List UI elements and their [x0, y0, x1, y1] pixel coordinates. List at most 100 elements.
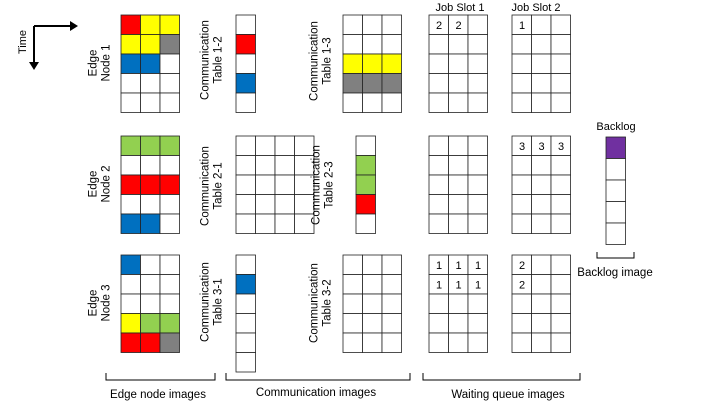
grid-cell — [448, 34, 469, 55]
grid-cell — [140, 213, 161, 234]
grid-cell — [140, 313, 161, 334]
queue-value: 2 — [456, 20, 462, 32]
communication-table-1-title: CommunicationTable 1-2 — [199, 20, 224, 100]
grid-cell — [550, 174, 571, 195]
grid-cell — [255, 155, 276, 176]
communication-table-1-grid — [235, 14, 256, 113]
grid-cell — [511, 53, 532, 74]
grid-cell — [511, 155, 532, 176]
grid-cell — [428, 194, 449, 215]
grid-cell — [467, 53, 488, 74]
communication-table-3-grid — [235, 135, 315, 234]
grid-cell — [448, 293, 469, 314]
grid-cell — [531, 174, 552, 195]
grid-cell — [235, 313, 256, 334]
grid-cell — [467, 213, 488, 234]
grid-cell — [159, 14, 180, 35]
grid-cell — [274, 174, 295, 195]
grid-cell — [428, 155, 449, 176]
grid-cell — [159, 155, 180, 176]
grid-cell — [531, 274, 552, 295]
grid-cell — [342, 332, 363, 353]
backlog-grid — [605, 136, 626, 245]
grid-cell — [531, 194, 552, 215]
grid-cell — [120, 174, 141, 195]
time-arrowhead-down — [29, 62, 39, 70]
grid-cell — [355, 194, 376, 215]
grid-cell — [255, 213, 276, 234]
grid-cell — [342, 92, 363, 113]
grid-cell — [381, 53, 402, 74]
grid-cell — [159, 135, 180, 156]
grid-cell — [120, 293, 141, 314]
communication-table-6-title: CommunicationTable 3-2 — [308, 263, 333, 343]
grid-cell — [362, 73, 383, 94]
grid-cell — [159, 313, 180, 334]
grid-cell — [362, 53, 383, 74]
grid-cell — [140, 73, 161, 94]
backlog-header: Backlog — [596, 121, 635, 133]
grid-cell — [159, 332, 180, 353]
grid-cell — [140, 155, 161, 176]
grid-cell — [531, 332, 552, 353]
grid-cell — [235, 34, 256, 55]
time-arrowhead-right — [70, 21, 78, 31]
edge-node-1-title: EdgeNode 1 — [87, 44, 112, 81]
grid-cell — [428, 73, 449, 94]
time-label: Time — [17, 30, 29, 54]
waiting-queue-row3-slot2: 22 — [511, 254, 571, 353]
grid-cell — [235, 293, 256, 314]
grid-cell — [140, 194, 161, 215]
grid-cell — [120, 274, 141, 295]
grid-cell — [355, 174, 376, 195]
edge-node-images-label: Edge node images — [110, 389, 206, 401]
grid-cell — [531, 313, 552, 334]
grid-cell — [120, 73, 141, 94]
grid-cell — [120, 14, 141, 35]
grid-cell — [140, 174, 161, 195]
grid-cell — [362, 274, 383, 295]
grid-cell — [531, 155, 552, 176]
grid-cell — [140, 332, 161, 353]
communication-images-label: Communication images — [256, 387, 376, 399]
grid-cell — [550, 213, 571, 234]
grid-cell — [448, 313, 469, 334]
time-axis: Time — [17, 21, 78, 70]
edge-node-3-title: EdgeNode 3 — [87, 284, 112, 321]
grid-cell — [159, 34, 180, 55]
grid-cell — [448, 155, 469, 176]
edge-node-2-grid — [120, 135, 180, 234]
grid-cell — [140, 254, 161, 275]
queue-value: 3 — [539, 141, 545, 153]
grid-cell — [550, 34, 571, 55]
grid-cell — [120, 254, 141, 275]
grid-cell — [467, 14, 488, 35]
grid-cell — [274, 135, 295, 156]
grid-cell — [140, 14, 161, 35]
grid-cell — [255, 194, 276, 215]
grid-cell — [467, 92, 488, 113]
communication-table-4-title: CommunicationTable 2-3 — [310, 145, 335, 225]
grid-cell — [550, 14, 571, 35]
edge-node-1-grid — [120, 14, 180, 113]
grid-cell — [120, 53, 141, 74]
grid-cell — [550, 313, 571, 334]
grid-cell — [448, 53, 469, 74]
grid-cell — [274, 213, 295, 234]
grid-cell — [235, 73, 256, 94]
communication-table-4-grid — [355, 135, 376, 234]
grid-cell — [235, 213, 256, 234]
grid-cell — [381, 332, 402, 353]
grid-cell — [381, 73, 402, 94]
grid-cell — [159, 53, 180, 74]
grid-cell — [159, 213, 180, 234]
grid-cell — [120, 313, 141, 334]
waiting-queue-bracket — [422, 373, 581, 381]
grid-cell — [235, 135, 256, 156]
waiting-queue-row1-slot2: 1 — [511, 14, 571, 113]
grid-cell — [550, 274, 571, 295]
waiting-queue-images-label: Waiting queue images — [451, 389, 565, 401]
